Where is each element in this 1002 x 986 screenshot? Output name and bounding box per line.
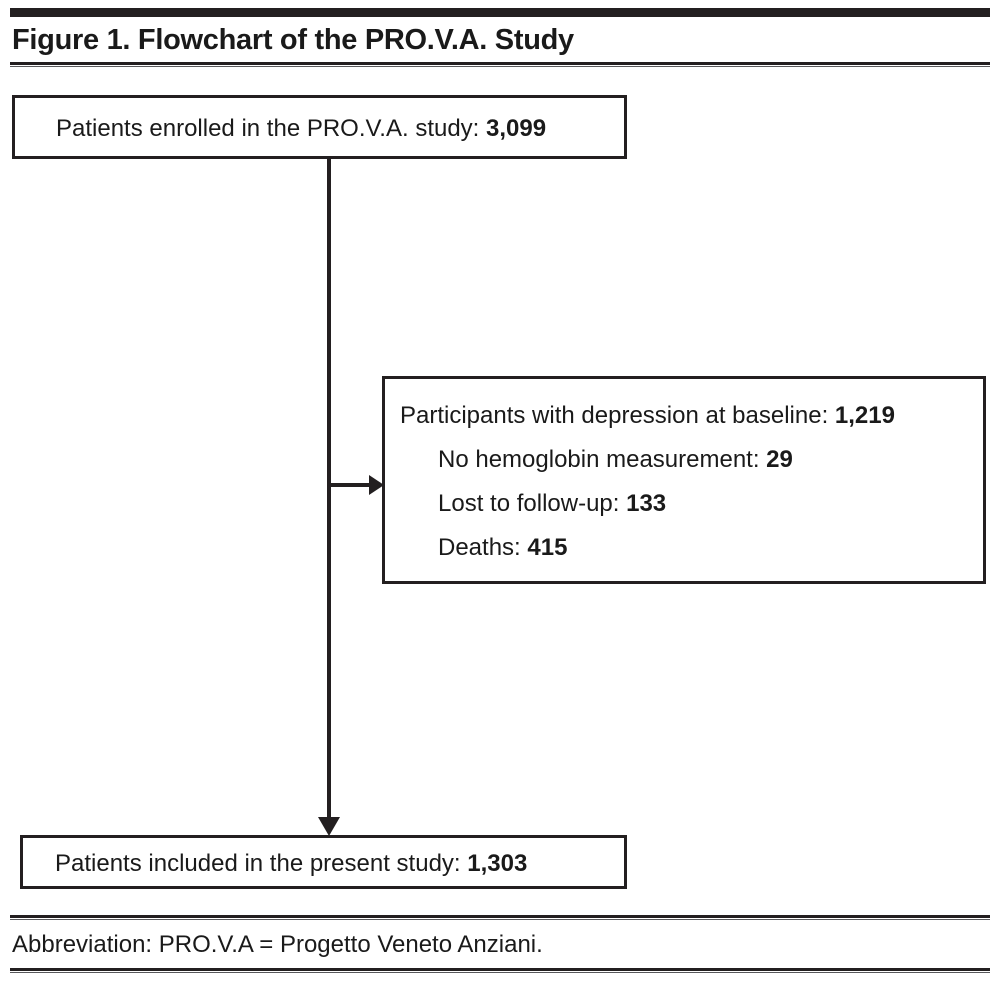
connector-horizontal-line — [329, 483, 371, 487]
footer-divider-rule-top — [10, 915, 990, 920]
flow-node-excluded-label-3: Deaths: — [438, 534, 528, 561]
flow-node-excluded-value-0: 1,219 — [834, 402, 895, 429]
flow-node-included: Patients included in the present study: … — [20, 835, 627, 889]
header-top-bar — [10, 8, 990, 17]
flow-node-excluded-value-3: 415 — [527, 534, 568, 561]
footer-divider-rule-bottom — [10, 968, 990, 973]
title-divider-rule — [10, 62, 990, 67]
flow-node-included-line: Patients included in the present study: … — [55, 849, 527, 879]
arrow-down-icon — [318, 817, 340, 836]
flow-node-excluded-line-3: Deaths: 415 — [438, 533, 567, 563]
flow-node-excluded-label-0: Participants with depression at baseline… — [400, 402, 835, 429]
flow-node-enrolled-label: Patients enrolled in the PRO.V.A. study: — [56, 115, 487, 142]
flow-node-enrolled-value: 3,099 — [486, 115, 547, 142]
flow-node-excluded-line-0: Participants with depression at baseline… — [400, 401, 895, 431]
flow-node-included-label: Patients included in the present study: — [55, 850, 468, 877]
flow-node-included-value: 1,303 — [467, 850, 528, 877]
flow-node-excluded-value-1: 29 — [766, 446, 793, 473]
flow-node-excluded: Participants with depression at baseline… — [382, 376, 986, 584]
figure-title: Figure 1. Flowchart of the PRO.V.A. Stud… — [12, 24, 574, 56]
flow-node-excluded-label-1: No hemoglobin measurement: — [438, 446, 767, 473]
arrow-right-icon — [369, 475, 384, 495]
flow-node-excluded-value-2: 133 — [626, 490, 667, 517]
flow-node-excluded-label-2: Lost to follow-up: — [438, 490, 627, 517]
flow-node-enrolled-line: Patients enrolled in the PRO.V.A. study:… — [56, 114, 546, 144]
flow-node-enrolled: Patients enrolled in the PRO.V.A. study:… — [12, 95, 627, 159]
flow-node-excluded-line-1: No hemoglobin measurement: 29 — [438, 445, 793, 475]
figure-footnote: Abbreviation: PRO.V.A = Progetto Veneto … — [12, 931, 543, 958]
flow-node-excluded-line-2: Lost to follow-up: 133 — [438, 489, 666, 519]
connector-vertical-line — [327, 158, 331, 818]
